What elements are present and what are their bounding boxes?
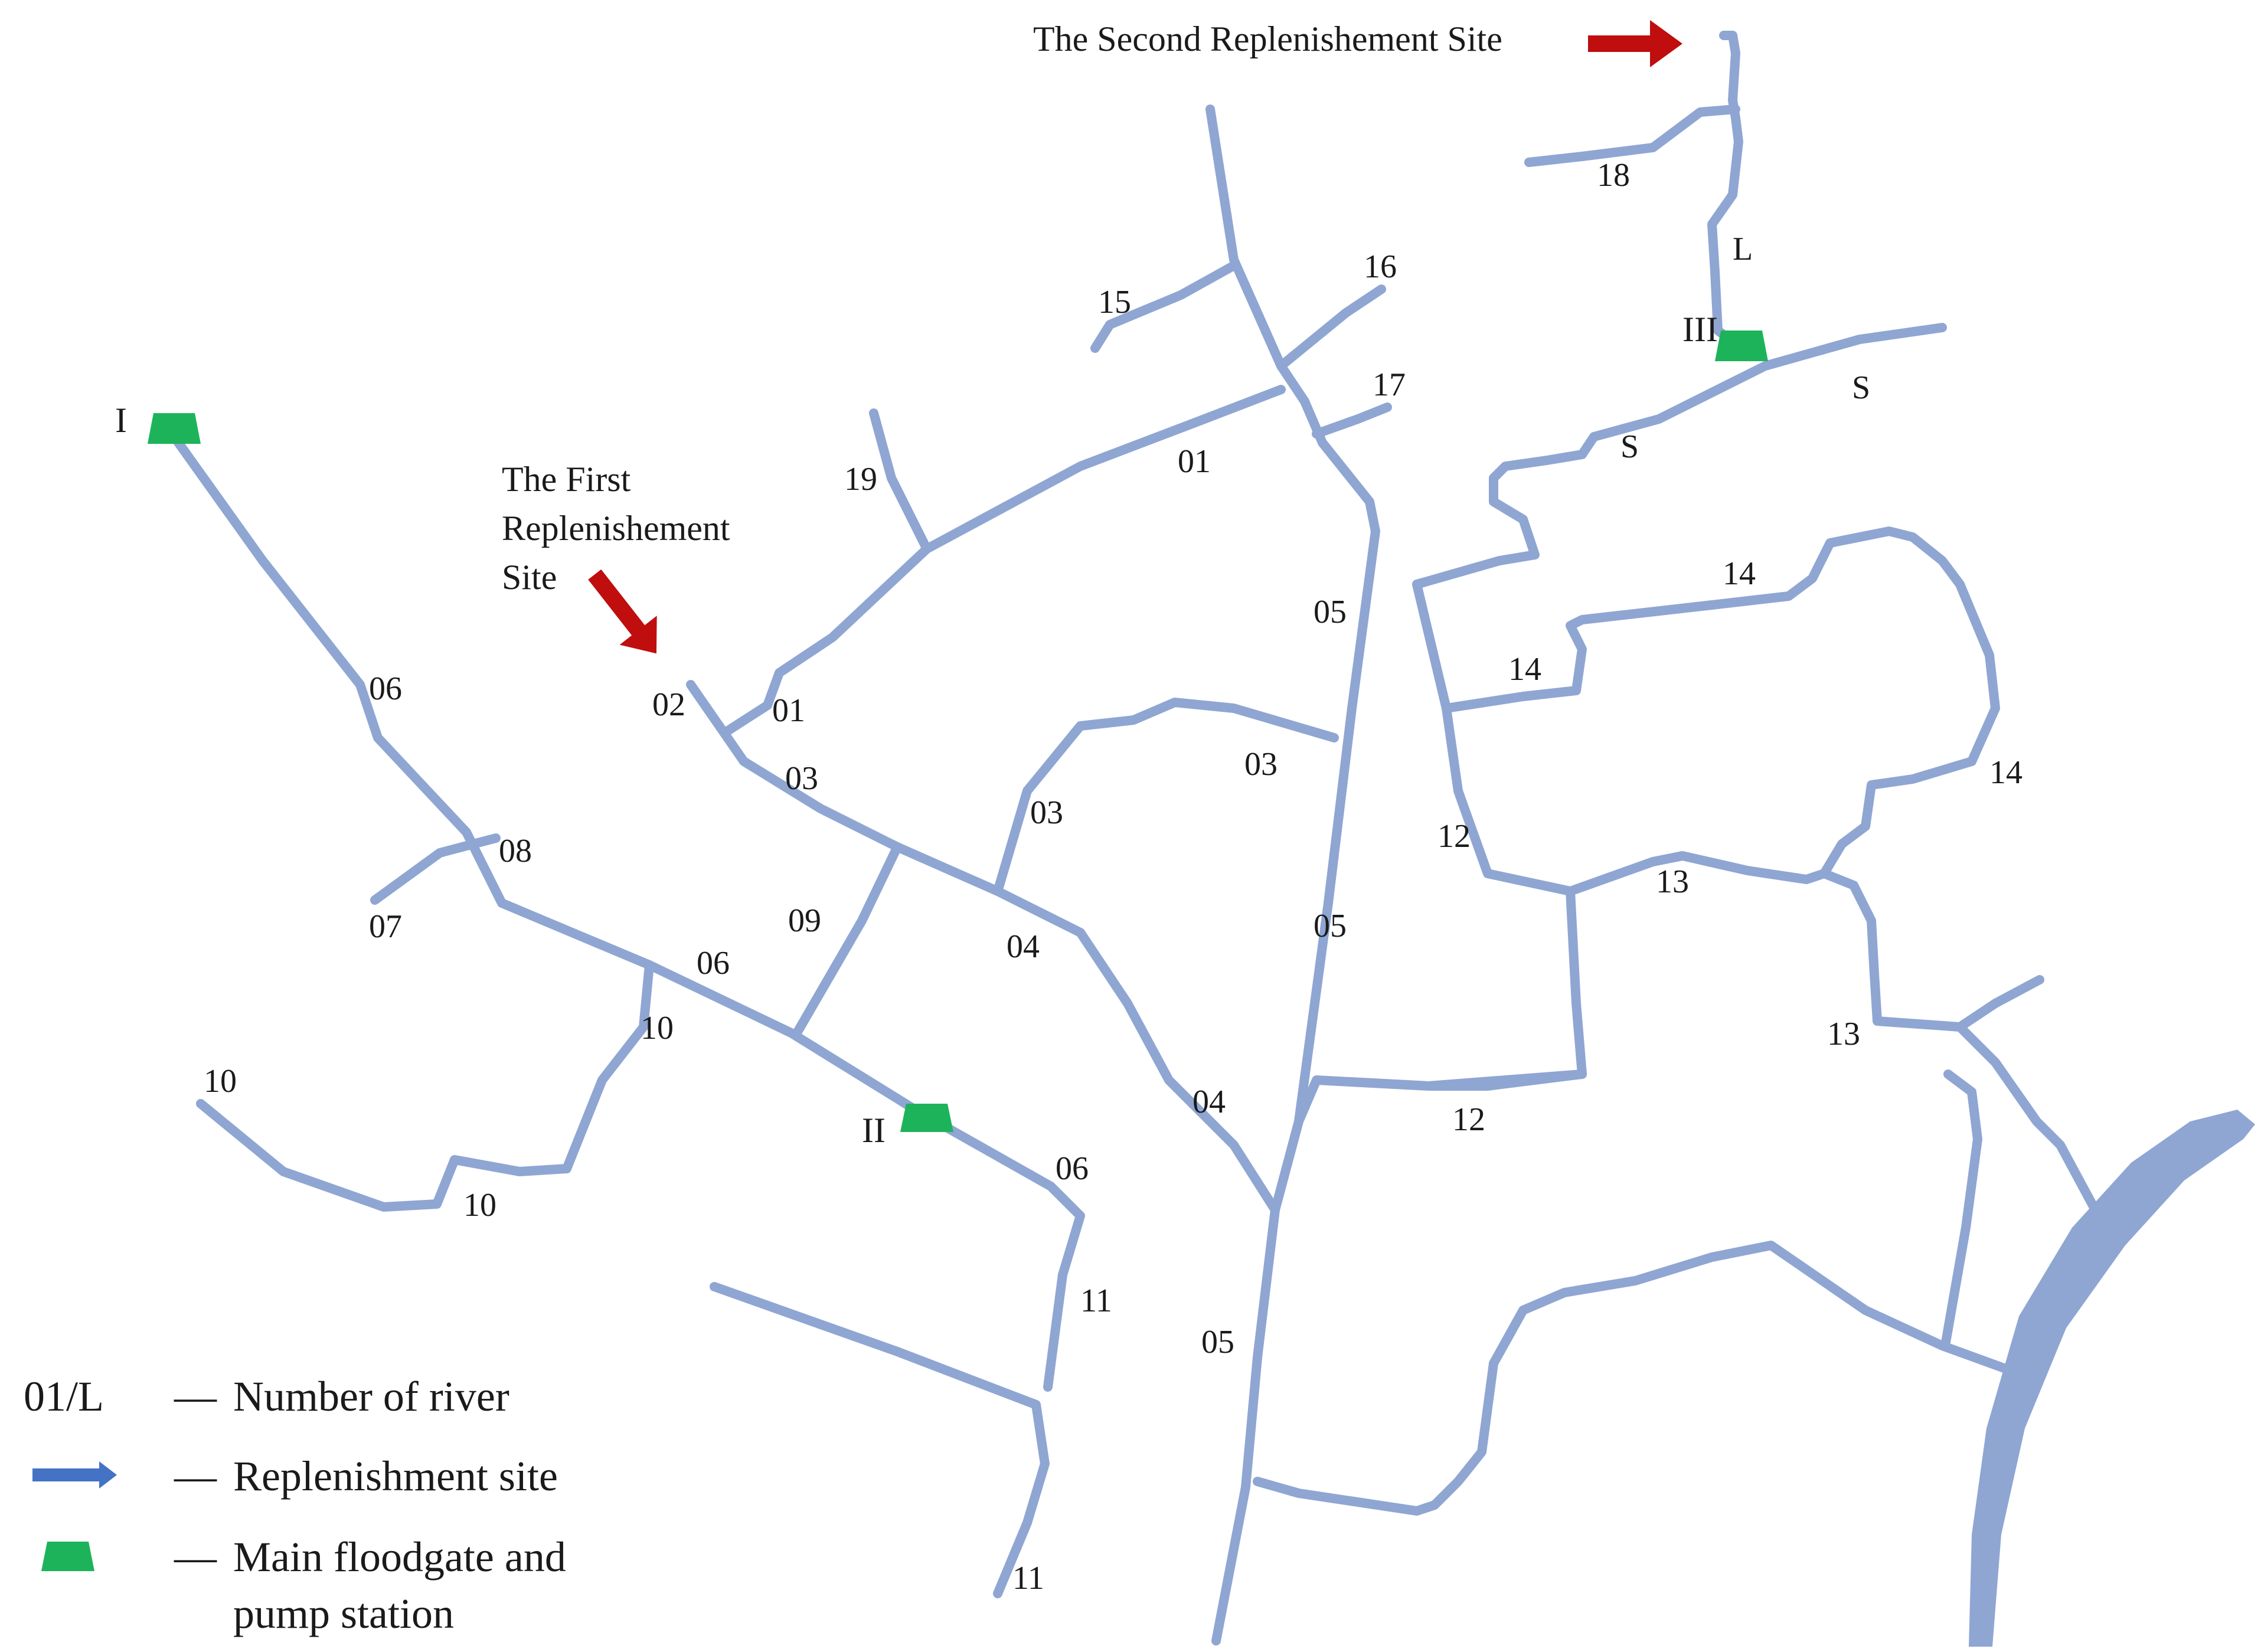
- river-label: S: [1852, 369, 1870, 406]
- river-05: [1205, 104, 1380, 1646]
- river-label: 10: [641, 1010, 674, 1046]
- river-10: [196, 960, 654, 1212]
- river-label: 11: [1012, 1560, 1044, 1597]
- river-09: [792, 842, 902, 1038]
- river-s: [1412, 323, 1947, 589]
- legend-dash: —: [174, 1453, 217, 1500]
- river-network: [169, 31, 2106, 1646]
- river-label: 10: [463, 1187, 496, 1224]
- river-label: L: [1733, 231, 1753, 267]
- station-label-iii: III: [1682, 310, 1718, 349]
- river-11: [710, 1282, 1050, 1598]
- legend: 01/L — Number of river — Replenishment s…: [24, 1373, 566, 1637]
- river-15: [1090, 261, 1239, 353]
- legend-river-text: Number of river: [233, 1373, 509, 1420]
- river-label: 04: [1192, 1084, 1226, 1120]
- river-label: 05: [1314, 908, 1347, 944]
- river-label: 05: [1201, 1324, 1234, 1360]
- first-site-label-line3: Site: [502, 558, 557, 597]
- river-label: 10: [204, 1063, 237, 1100]
- legend-dash: —: [174, 1533, 217, 1581]
- river-label: 06: [1056, 1150, 1089, 1187]
- river-01: [721, 385, 1286, 737]
- legend-floodgate-icon: [41, 1542, 94, 1571]
- station-label-ii: II: [862, 1111, 886, 1150]
- legend-gate-text-line1: Main floodgate and: [233, 1533, 566, 1581]
- river-labels: 01 01 02 03 03 03 04 04 05 05 05 06 06 0…: [204, 157, 2023, 1597]
- river-label: 05: [1314, 594, 1347, 630]
- river-13-spur: [1955, 975, 2044, 1032]
- first-site-label-line1: The First: [502, 460, 631, 499]
- river-label: 01: [772, 692, 805, 729]
- river-02-03-04: [686, 680, 1280, 1215]
- river-16: [1276, 284, 1386, 371]
- river-03-branch: [993, 698, 1339, 896]
- river-label: 07: [369, 908, 402, 945]
- second-site-arrow-icon: [1588, 20, 1682, 67]
- river-17: [1312, 403, 1392, 439]
- river-south-connector: [1253, 1241, 2012, 1516]
- river-06: [169, 432, 1085, 1392]
- river-l: [1707, 31, 1746, 353]
- river-label: 12: [1452, 1101, 1485, 1138]
- legend-site-text: Replenishment site: [233, 1453, 558, 1500]
- river-label: 08: [499, 833, 532, 869]
- legend-dash: —: [174, 1373, 217, 1420]
- river-label: S: [1620, 428, 1639, 465]
- legend-river-symbol: 01/L: [24, 1373, 104, 1420]
- first-site-label-line2: Replenishement: [502, 509, 730, 548]
- river-label: 19: [844, 461, 877, 498]
- river-label: 13: [1827, 1016, 1860, 1052]
- river-label: 14: [1508, 651, 1541, 688]
- river-label: 14: [1989, 754, 2023, 791]
- river-label: 16: [1364, 248, 1397, 285]
- station-label-i: I: [115, 401, 127, 440]
- floodgate-station-ii: [900, 1104, 953, 1132]
- first-site-arrow-icon: [588, 569, 657, 654]
- river-label: 18: [1597, 157, 1630, 194]
- river-label: 02: [652, 686, 685, 723]
- river-19: [869, 408, 932, 554]
- river-label: 06: [697, 945, 730, 982]
- floodgate-station-i: [148, 413, 201, 444]
- river-label: 14: [1723, 555, 1756, 592]
- river-label: 09: [788, 902, 821, 939]
- river-loop: [1940, 1069, 1982, 1350]
- river-label: 01: [1178, 443, 1211, 480]
- river-13: [1566, 851, 2106, 1226]
- river-label: 11: [1080, 1283, 1112, 1319]
- river-label: 03: [1244, 746, 1277, 783]
- floodgate-station-iii: [1715, 331, 1768, 361]
- river-18: [1524, 104, 1740, 167]
- river-label: 03: [1030, 794, 1063, 831]
- river-label: 13: [1656, 863, 1689, 900]
- legend-gate-text-line2: pump station: [233, 1590, 454, 1637]
- river-label: 03: [785, 760, 818, 797]
- river-14: [1442, 526, 2000, 878]
- river-label: 04: [1007, 928, 1040, 965]
- river-label: 12: [1437, 818, 1471, 855]
- second-site-label: The Second Replenishement Site: [1033, 19, 1502, 58]
- river-07-08: [370, 833, 501, 905]
- river-label: 17: [1373, 367, 1406, 403]
- river-label: 15: [1098, 284, 1131, 320]
- river-label: 06: [369, 670, 402, 707]
- main-river: [1969, 1110, 2255, 1647]
- legend-arrow-icon: [32, 1461, 117, 1489]
